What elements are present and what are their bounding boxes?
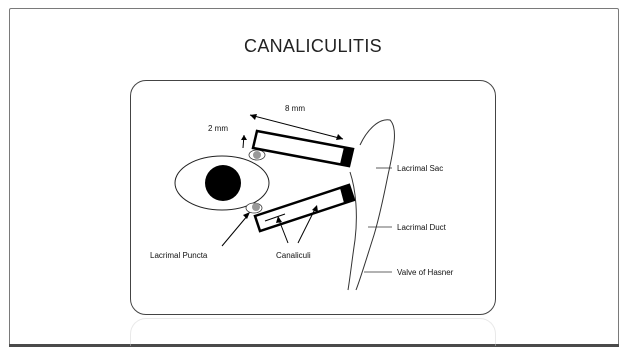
label-lacrimal-sac: Lacrimal Sac: [397, 164, 443, 173]
lower-punctum: [252, 203, 260, 211]
lacrimal-puncta-arrow: [222, 215, 248, 246]
label-canaliculi: Canaliculi: [276, 251, 311, 260]
lacrimal-sac-outline: [356, 120, 394, 290]
slide-title: CANALICULITIS: [0, 36, 626, 57]
label-lacrimal-puncta: Lacrimal Puncta: [150, 251, 208, 260]
label-valve-of-hasner: Valve of Hasner: [397, 268, 454, 277]
pupil: [205, 165, 241, 201]
label-8mm: 8 mm: [285, 104, 305, 113]
diagram-reflection: [130, 318, 496, 346]
label-2mm: 2 mm: [208, 124, 228, 133]
lacrimal-anatomy-diagram: 8 mm 2 mm Lacrimal Sac Lacrimal Duct Val…: [130, 80, 496, 315]
lower-canaliculus: [255, 185, 354, 231]
label-lacrimal-duct: Lacrimal Duct: [397, 223, 447, 232]
upper-punctum: [253, 151, 261, 159]
